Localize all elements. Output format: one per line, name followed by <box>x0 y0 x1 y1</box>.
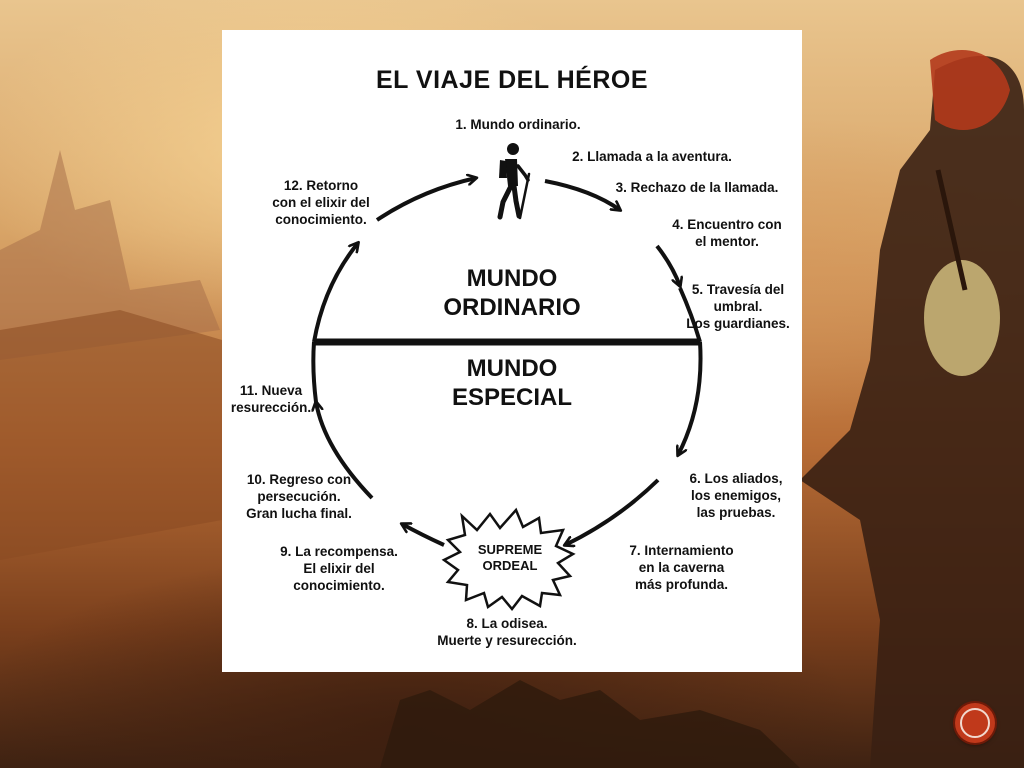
stage-6-label: 6. Los aliados, los enemigos, las prueba… <box>689 471 783 520</box>
arc-right-upper <box>678 287 702 343</box>
hero-journey-diagram: EL VIAJE DEL HÉROE MUNDO ORDINARIO MUNDO… <box>222 30 802 672</box>
arrow-to-resurrection <box>316 402 374 500</box>
arrow-to-mentor <box>655 244 680 286</box>
stage-10-label: 10. Regreso con persecución. Gran lucha … <box>246 472 352 521</box>
stage-1-label: 1. Mundo ordinario. <box>455 117 581 132</box>
arrow-to-ordeal <box>565 478 660 545</box>
stage-8-label: 8. La odisea. Muerte y resurección. <box>437 616 577 648</box>
stage-5-label: 5. Travesía del umbral. Los guardianes. <box>686 282 790 331</box>
arrow-right-lower <box>678 341 703 455</box>
stage-9-label: 9. La recompensa. El elixir del conocimi… <box>280 544 398 593</box>
ordeal-label: SUPREME ORDEAL <box>477 542 543 573</box>
arrow-return-to-start <box>375 178 476 222</box>
stage-2-label: 2. Llamada a la aventura. <box>572 149 732 164</box>
world-special-label: MUNDO ESPECIAL <box>451 355 573 411</box>
arrow-1-to-2 <box>544 179 620 210</box>
world-ordinary-label: MUNDO ORDINARIO <box>443 265 581 321</box>
stage-4-label: 4. Encuentro con el mentor. <box>672 217 782 249</box>
stage-7-label: 7. Internamiento en la caverna más profu… <box>629 543 734 592</box>
hiker-icon <box>497 143 531 220</box>
slide-nav-button[interactable] <box>955 703 995 743</box>
arc-left-middle <box>311 341 318 403</box>
stage-3-label: 3. Rechazo de la llamada. <box>615 180 779 195</box>
arrow-ordeal-to-reward <box>402 524 445 547</box>
stage-12-label: 12. Retorno con el elixir del conocimien… <box>272 178 370 227</box>
diagram-graphics <box>222 143 703 611</box>
stage-11-label: 11. Nueva resurección. <box>230 383 312 415</box>
arrow-left-upper <box>312 243 358 343</box>
diagram-title: EL VIAJE DEL HÉROE <box>375 66 649 94</box>
starburst-icon <box>441 507 576 611</box>
